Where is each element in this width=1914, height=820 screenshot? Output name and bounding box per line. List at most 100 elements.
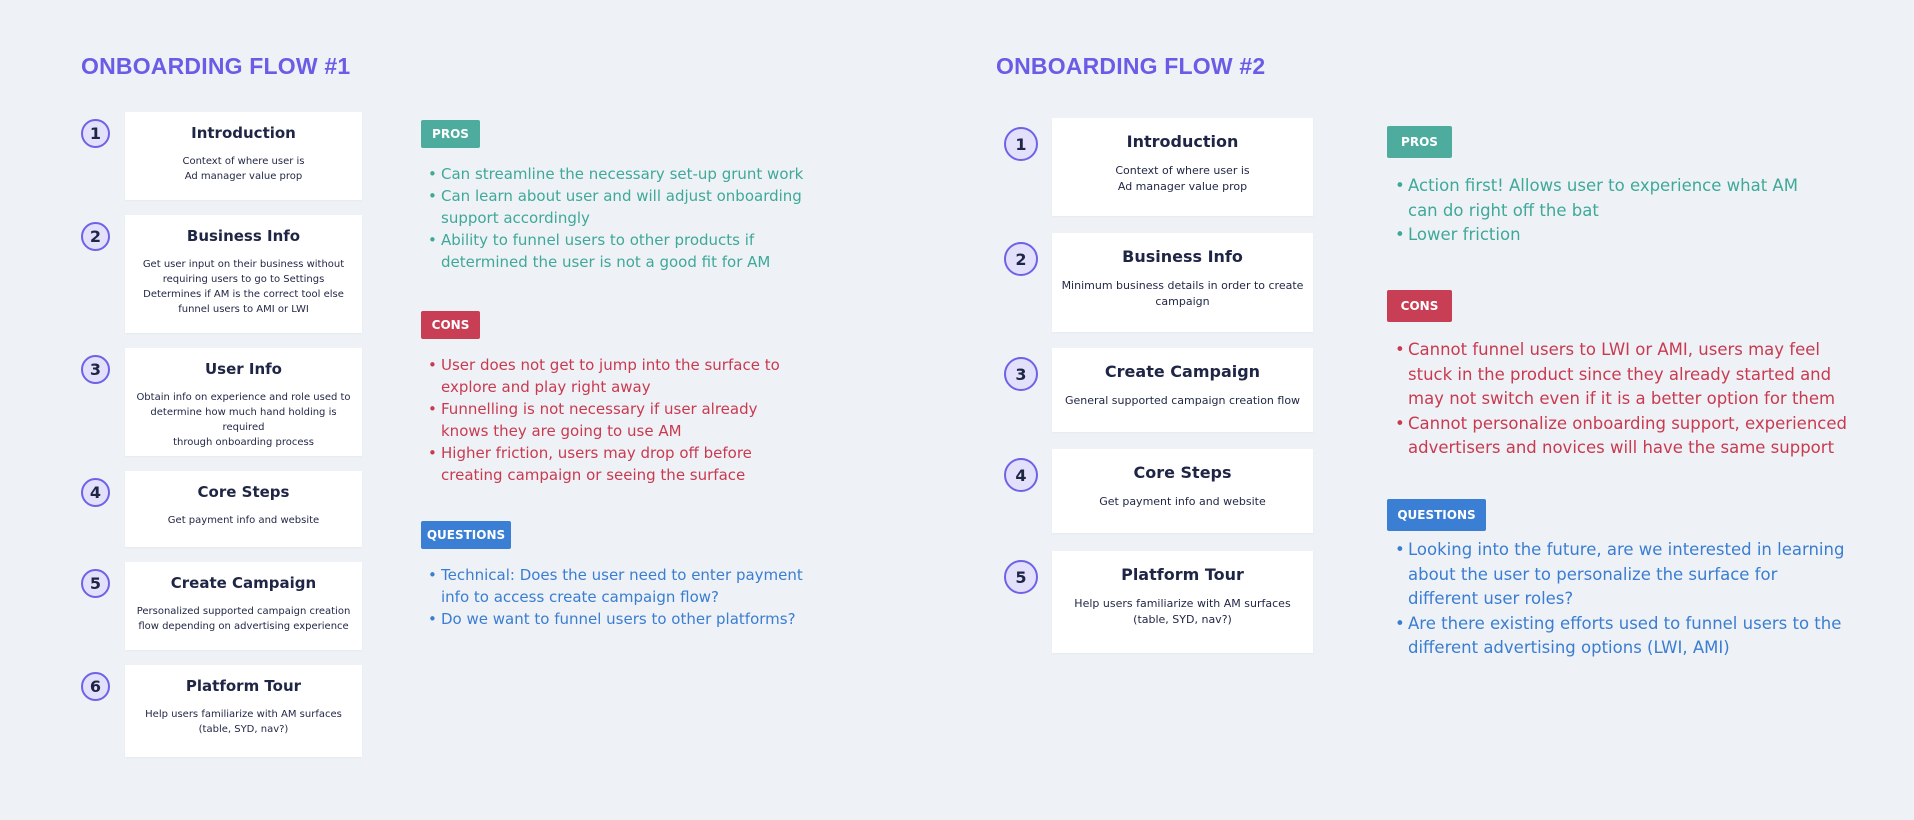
step-title: Business Info <box>1122 247 1243 266</box>
cons-item-line: advertisers and novices will have the sa… <box>1408 438 1835 457</box>
step-description-line: Get payment info and website <box>167 515 320 526</box>
step-number-badge: 4 <box>81 478 110 507</box>
step-number-badge: 5 <box>81 569 110 598</box>
cons-item-line: knows they are going to use AM <box>441 422 682 440</box>
step-description-line: Help users familiarize with AM surfaces <box>1074 597 1291 610</box>
step-description-line: through onboarding process <box>173 437 314 448</box>
step-description: Context of where user is Ad manager value… <box>1052 163 1313 195</box>
step-description-line: Minimum business details in order to cre… <box>1061 279 1304 292</box>
pros-item: Lower friction <box>1395 223 1798 248</box>
step-description-line: Get payment info and website <box>1099 495 1266 508</box>
step-number-badge: 4 <box>1004 458 1038 492</box>
step-description: Help users familiarize with AM surfaces (… <box>1052 596 1313 628</box>
step-description-line: Determines if AM is the correct tool els… <box>143 289 344 300</box>
step-title: Platform Tour <box>1121 565 1244 584</box>
step-title: Create Campaign <box>170 574 317 592</box>
step-description-line: funnel users to AMI or LWI <box>178 304 309 315</box>
pros-item-line: Lower friction <box>1408 225 1521 244</box>
step-title: Introduction <box>1126 132 1239 151</box>
pros-item: Can streamline the necessary set-up grun… <box>428 163 803 185</box>
pros-item-line: support accordingly <box>441 209 590 227</box>
cons-label: CONS <box>1387 290 1452 322</box>
step-description: Get payment info and website <box>125 513 362 528</box>
step-number-badge: 1 <box>1004 127 1038 161</box>
step-number-badge: 3 <box>81 355 110 384</box>
questions-item-line: Technical: Does the user need to enter p… <box>441 566 803 584</box>
questions-list: Technical: Does the user need to enter p… <box>428 564 803 630</box>
step-description-line: (table, SYD, nav?) <box>1133 613 1232 626</box>
pros-list: Action first! Allows user to experience … <box>1395 174 1798 248</box>
questions-item-line: Are there existing efforts used to funne… <box>1408 613 1842 633</box>
questions-item-line: info to access create campaign flow? <box>441 588 720 606</box>
pros-item-line: Ability to funnel users to other product… <box>441 231 755 249</box>
step-description: Personalized supported campaign creation… <box>125 604 362 634</box>
step-description-line: Personalized supported campaign creation <box>136 606 351 617</box>
pros-item-line: can do right off the bat <box>1408 200 1599 220</box>
step-title: Introduction <box>191 124 296 142</box>
questions-list: Looking into the future, are we interest… <box>1395 538 1844 661</box>
flow-2-title: ONBOARDING FLOW #2 <box>996 53 1266 79</box>
pros-item-line: Action first! Allows user to experience … <box>1408 176 1798 195</box>
cons-item-line: creating campaign or seeing the surface <box>441 466 746 484</box>
step-description-line: Context of where user is <box>1115 164 1250 177</box>
step-description: Help users familiarize with AM surfaces(… <box>125 707 362 737</box>
step-description-line: (table, SYD, nav?) <box>198 724 289 735</box>
step-title: Create Campaign <box>1104 362 1261 381</box>
pros-item: Ability to funnel users to other product… <box>428 229 803 273</box>
cons-item-line: stuck in the product since they already … <box>1408 364 1832 384</box>
cons-item: User does not get to jump into the surfa… <box>428 354 780 398</box>
step-title: Platform Tour <box>185 677 302 695</box>
step-description-line: determine how much hand holding is requi… <box>150 407 337 433</box>
step-description: Get payment info and website <box>1052 494 1313 510</box>
cons-item-line: Cannot personalize onboarding support, e… <box>1408 413 1847 433</box>
step-description: Obtain info on experience and role used … <box>125 390 362 450</box>
step-description-line: Ad manager value prop <box>1117 180 1248 193</box>
step-description-line: General supported campaign creation flow <box>1064 394 1301 407</box>
questions-item-line: different advertising options (LWI, AMI) <box>1408 638 1730 657</box>
questions-item: Are there existing efforts used to funne… <box>1395 612 1844 661</box>
cons-label: CONS <box>421 311 480 339</box>
questions-label: QUESTIONS <box>421 521 511 549</box>
step-description-line: Context of where user is <box>182 156 305 167</box>
questions-item-line: different user roles? <box>1408 589 1574 608</box>
pros-list: Can streamline the necessary set-up grun… <box>428 163 803 273</box>
cons-item: Cannot personalize onboarding support, e… <box>1395 412 1847 461</box>
step-number-badge: 2 <box>81 222 110 251</box>
step-description: General supported campaign creation flow <box>1052 393 1313 409</box>
step-description-line: campaign <box>1155 295 1210 308</box>
questions-item: Looking into the future, are we interest… <box>1395 538 1844 612</box>
step-title: Business Info <box>186 227 301 245</box>
cons-item-line: User does not get to jump into the surfa… <box>441 356 780 374</box>
step-number-badge: 3 <box>1004 357 1038 391</box>
step-number-badge: 2 <box>1004 242 1038 276</box>
step-description-line: Get user input on their business without <box>142 259 345 270</box>
pros-label: PROS <box>421 120 480 148</box>
cons-item-line: explore and play right away <box>441 378 651 396</box>
questions-item-line: Do we want to funnel users to other plat… <box>441 610 796 628</box>
pros-item: Action first! Allows user to experience … <box>1395 174 1798 223</box>
step-description-line: flow depending on advertising experience <box>138 621 349 632</box>
questions-item: Do we want to funnel users to other plat… <box>428 608 803 630</box>
pros-item: Can learn about user and will adjust onb… <box>428 185 803 229</box>
pros-item-line: Can streamline the necessary set-up grun… <box>441 165 804 183</box>
cons-item-line: Funnelling is not necessary if user alre… <box>441 400 758 418</box>
cons-item: Cannot funnel users to LWI or AMI, users… <box>1395 338 1847 412</box>
cons-item: Funnelling is not necessary if user alre… <box>428 398 780 442</box>
step-title: Core Steps <box>1133 463 1232 482</box>
cons-list: User does not get to jump into the surfa… <box>428 354 780 486</box>
questions-label: QUESTIONS <box>1387 499 1486 531</box>
pros-item-line: Can learn about user and will adjust onb… <box>441 187 802 205</box>
step-description-line: Ad manager value prop <box>184 171 303 182</box>
step-description: Context of where user is Ad manager value… <box>125 154 362 184</box>
step-description: Minimum business details in order to cre… <box>1052 278 1313 310</box>
pros-item-line: determined the user is not a good fit fo… <box>441 253 771 271</box>
step-number-badge: 6 <box>81 672 110 701</box>
